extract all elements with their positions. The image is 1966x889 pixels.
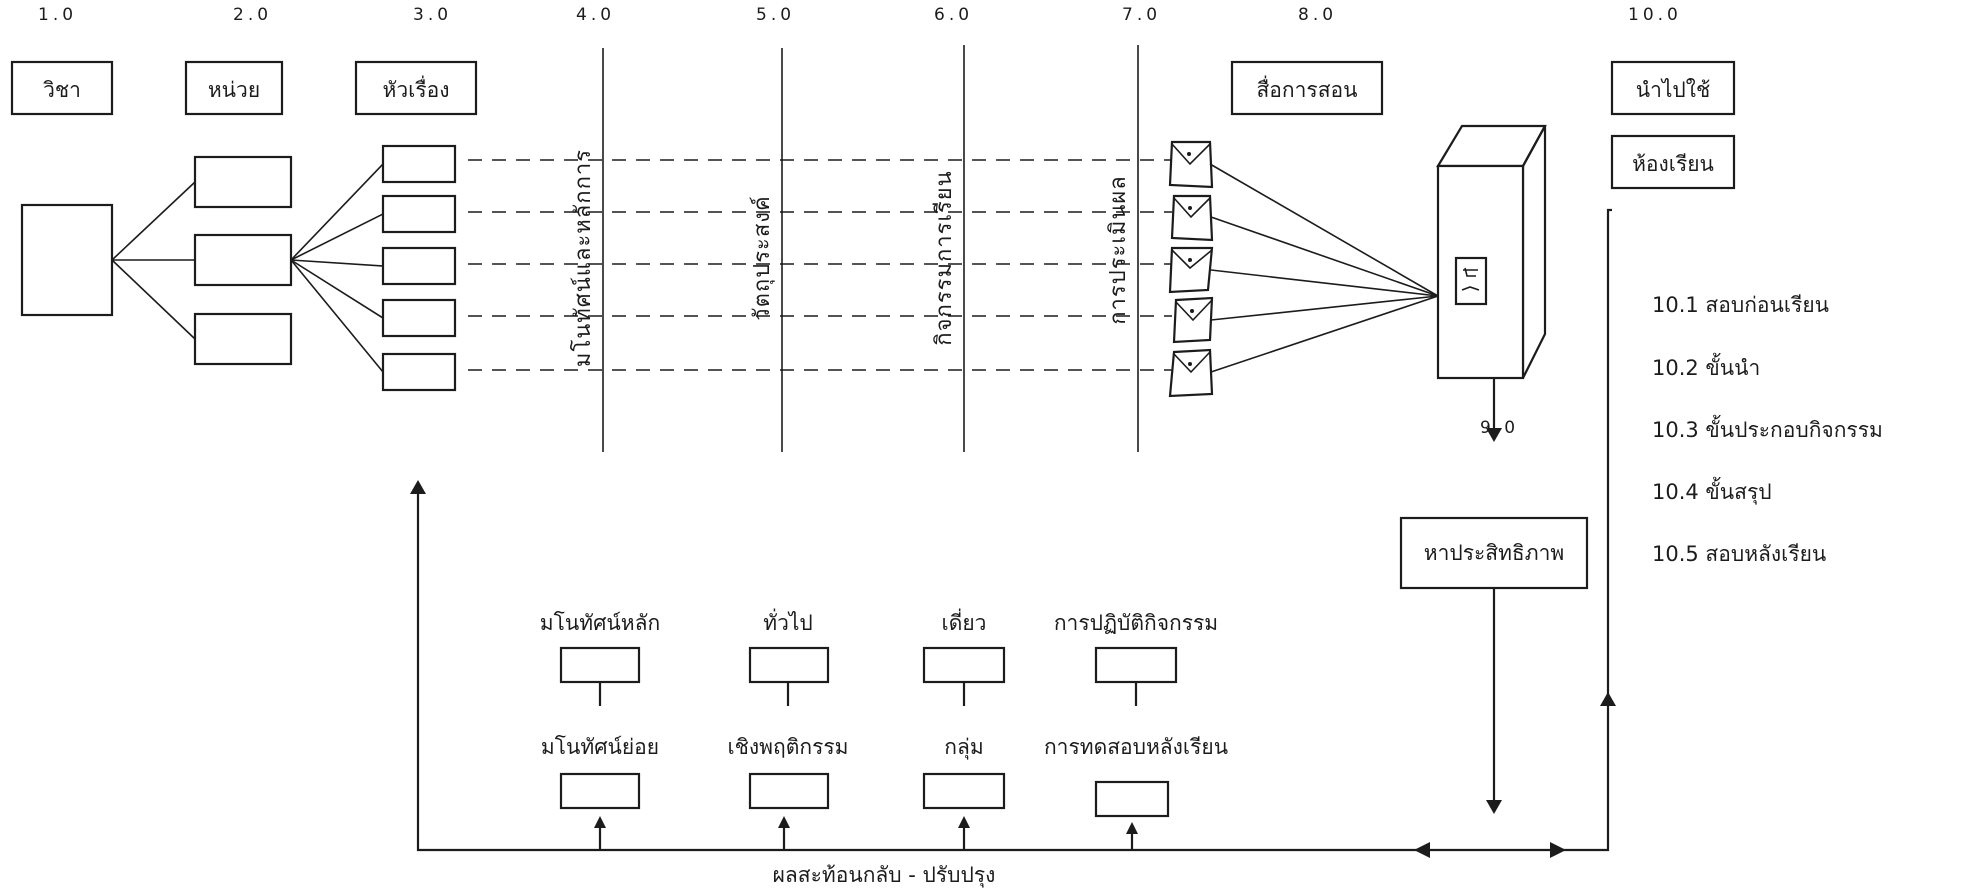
unit-topic-link-2 xyxy=(290,213,384,261)
activities-vertical-label: กิจกรรมการเรียน xyxy=(932,170,957,345)
media-link-4 xyxy=(1210,295,1439,321)
step-activities: 10.3 ขั้นประกอบกิจกรรม xyxy=(1652,415,1883,442)
stage-1: 1.0 xyxy=(38,5,77,25)
media-card-5 xyxy=(1168,348,1214,398)
package-box-side xyxy=(1521,125,1547,379)
unit-box-3 xyxy=(193,312,293,366)
return-arrow-right xyxy=(1550,842,1566,858)
unit-header-box xyxy=(184,60,284,116)
media-link-5 xyxy=(1210,295,1439,373)
unit-topic-link-4 xyxy=(290,259,384,319)
efficiency-loop: หาประสิทธิภาพ ผลสะท้อนกลับ - ปรับปรุง xyxy=(410,208,1616,888)
topic-box-4 xyxy=(381,298,457,338)
main-concept-box xyxy=(559,646,641,684)
classroom-box xyxy=(1610,134,1736,190)
package-output-arrow xyxy=(1486,428,1502,442)
classroom-label: ห้องเรียน xyxy=(1632,152,1714,176)
unit-box-2 xyxy=(193,233,293,287)
subject-box xyxy=(20,203,114,317)
package-box-top xyxy=(1436,124,1547,168)
media-header-label: สื่อการสอน xyxy=(1256,75,1357,102)
topic-box-2 xyxy=(381,194,457,234)
single-box xyxy=(922,646,1006,684)
activity-practice-label: การปฏิบัติกิจกรรม xyxy=(1054,611,1218,635)
stage-5: 5.0 xyxy=(756,5,795,25)
return-arrow-up xyxy=(1600,692,1616,706)
hierarchy-tree xyxy=(20,144,457,392)
feedback-arrow-to-topics xyxy=(410,480,426,494)
subject-header-box xyxy=(10,60,114,116)
main-concept-label: มโนทัศน์หลัก xyxy=(540,611,660,635)
single-label: เดี่ยว xyxy=(942,608,987,635)
media-header-box xyxy=(1230,60,1384,116)
stage-3: 3.0 xyxy=(413,5,452,25)
step-pretest: 10.1 สอบก่อนเรียน xyxy=(1652,293,1829,317)
general-label: ทั่วไป xyxy=(763,608,813,635)
stage-6: 6.0 xyxy=(934,5,973,25)
dashed-rows xyxy=(468,159,1172,371)
stage-7: 7.0 xyxy=(1122,5,1161,25)
group-label: กลุ่ม xyxy=(944,735,983,760)
media-card-3 xyxy=(1168,246,1214,294)
stage-8: 8.0 xyxy=(1298,5,1337,25)
topic-box-3 xyxy=(381,246,457,286)
general-box xyxy=(748,646,830,684)
group-box xyxy=(922,772,1006,810)
unit-topic-link-5 xyxy=(290,259,384,373)
sub-elements: มโนทัศน์หลัก มโนทัศน์ย่อย ทั่วไป เชิงพฤต… xyxy=(540,608,1228,850)
behavioral-box xyxy=(748,772,830,810)
activity-practice-box xyxy=(1094,646,1178,684)
feedback-label: ผลสะท้อนกลับ - ปรับปรุง xyxy=(773,863,996,888)
step-posttest: 10.5 สอบหลังเรียน xyxy=(1652,542,1826,566)
topic-box-1 xyxy=(381,144,457,184)
header-boxes: วิชา หน่วย หัวเรื่อง สื่อการสอน นำไปใช้ … xyxy=(10,60,1736,190)
efficiency-down-arrow xyxy=(1486,800,1502,814)
stage-2: 2.0 xyxy=(233,5,272,25)
topic-box-5 xyxy=(381,352,457,392)
stage-10: 10.0 xyxy=(1628,5,1682,25)
subject-unit-link-3 xyxy=(111,259,196,340)
media-cards xyxy=(1168,140,1439,398)
post-test-label: การทดสอบหลังเรียน xyxy=(1044,735,1228,759)
step-summary: 10.4 ขั้นสรุป xyxy=(1652,477,1772,505)
sub-concept-label: มโนทัศน์ย่อย xyxy=(541,735,659,759)
topic-header-label: หัวเรื่อง xyxy=(383,75,450,102)
topic-header-box xyxy=(354,60,478,116)
package-label-card xyxy=(1454,256,1488,306)
media-card-4 xyxy=(1172,296,1214,344)
media-link-2 xyxy=(1210,216,1439,297)
package-box xyxy=(1436,124,1547,442)
apply-header-box xyxy=(1610,60,1736,116)
classroom-steps: 10.1 สอบก่อนเรียน 10.2 ขั้นนำ 10.3 ขั้นป… xyxy=(1652,293,1883,566)
return-arrow-left xyxy=(1414,842,1430,858)
unit-topic-link-3 xyxy=(290,259,384,267)
column-lines: มโนทัศน์และหลักการ วัตถุประสงค์ กิจกรรมก… xyxy=(570,45,1139,452)
stage-4: 4.0 xyxy=(576,5,615,25)
objectives-vertical-label: วัตถุประสงค์ xyxy=(750,195,775,320)
stage-numbers: 1.0 2.0 3.0 4.0 5.0 6.0 7.0 8.0 10.0 9.0 xyxy=(38,5,1682,438)
unit-box-1 xyxy=(193,155,293,209)
classroom-return-path xyxy=(1420,208,1612,852)
sub-concept-box xyxy=(559,772,641,810)
concepts-vertical-label: มโนทัศน์และหลักการ xyxy=(570,149,596,367)
subject-header-label: วิชา xyxy=(43,78,81,102)
feedback-bottom-line xyxy=(416,486,1420,852)
post-test-box xyxy=(1094,780,1170,818)
media-card-2 xyxy=(1170,194,1214,242)
unit-topic-link-1 xyxy=(290,163,384,261)
unit-header-label: หน่วย xyxy=(208,78,260,102)
media-link-3 xyxy=(1210,269,1439,297)
step-introduction: 10.2 ขั้นนำ xyxy=(1652,353,1760,380)
subject-unit-link-1 xyxy=(111,181,196,261)
media-card-1 xyxy=(1168,140,1214,189)
media-link-1 xyxy=(1209,163,1439,297)
behavioral-label: เชิงพฤติกรรม xyxy=(728,735,849,759)
efficiency-label: หาประสิทธิภาพ xyxy=(1424,541,1564,565)
evaluation-vertical-label: การประเมินผล xyxy=(1106,175,1131,325)
apply-header-label: นำไปใช้ xyxy=(1636,78,1711,102)
